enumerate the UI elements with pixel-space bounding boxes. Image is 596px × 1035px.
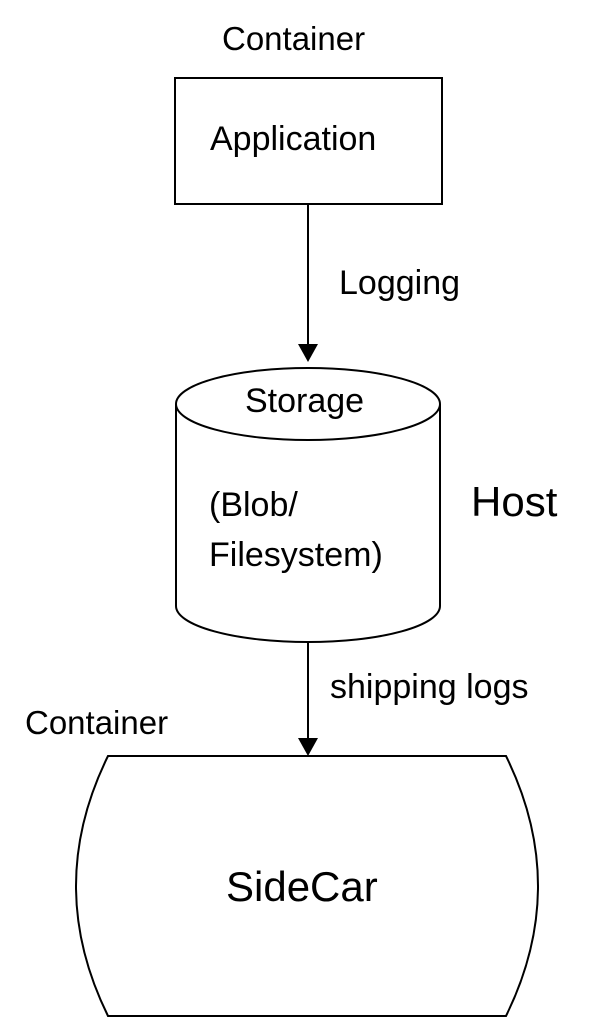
storage-detail-line2: Filesystem) bbox=[209, 536, 383, 574]
storage-cylinder bbox=[175, 367, 441, 643]
logging-arrowhead bbox=[298, 344, 318, 362]
sidecar-label: SideCar bbox=[226, 863, 378, 910]
storage-detail-line1: (Blob/ bbox=[209, 486, 298, 524]
top-container-label: Container bbox=[222, 20, 366, 57]
application-label: Application bbox=[210, 120, 377, 158]
bottom-container-label: Container bbox=[25, 704, 169, 741]
host-label: Host bbox=[471, 478, 558, 525]
application-box bbox=[174, 77, 443, 205]
storage-cylinder-top bbox=[175, 367, 441, 441]
storage-label: Storage bbox=[245, 382, 365, 420]
shipping-label: shipping logs bbox=[330, 668, 529, 706]
sidecar-shape bbox=[75, 755, 539, 1017]
shipping-arrowhead bbox=[298, 738, 318, 756]
logging-label: Logging bbox=[339, 264, 461, 302]
